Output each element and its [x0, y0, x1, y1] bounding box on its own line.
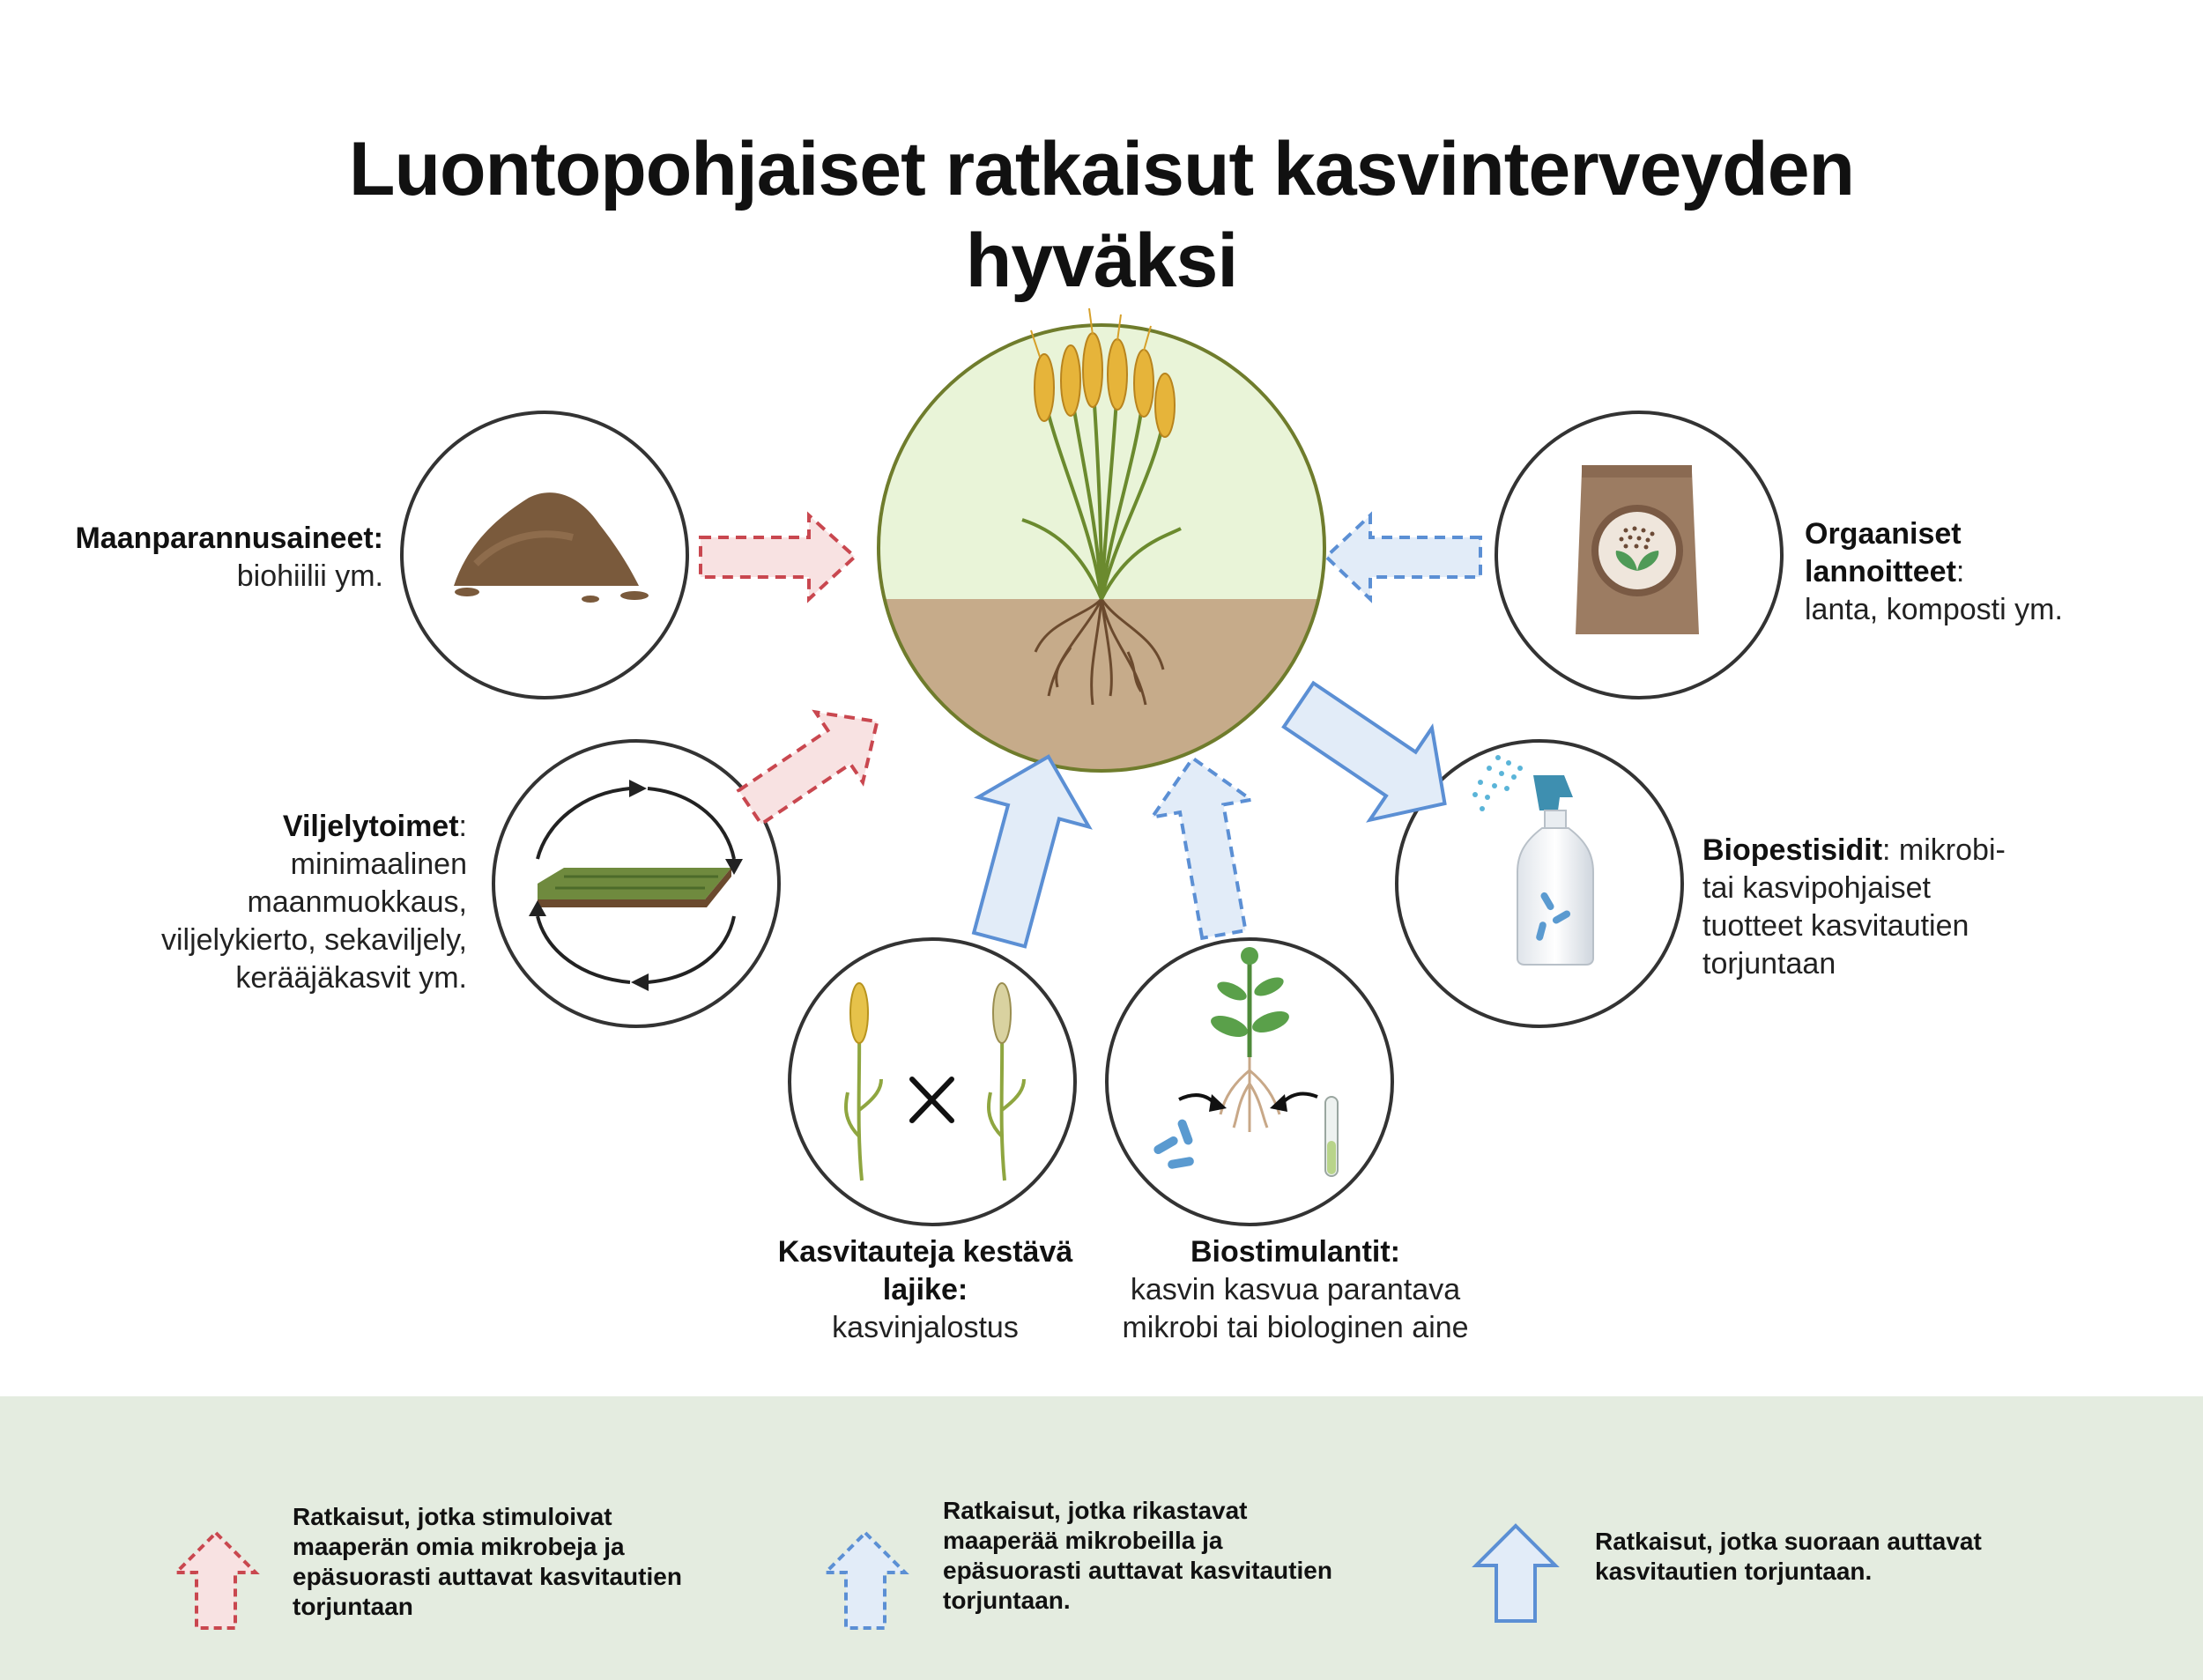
- label-organic-fertilizers-desc: lanta, komposti ym.: [1805, 593, 2063, 626]
- label-resistant-variety-desc: kasvinjalostus: [832, 1311, 1019, 1344]
- label-biopesticides-sep: :: [1882, 833, 1891, 867]
- label-organic-fertilizers: Orgaaniset lannoitteet: lanta, komposti …: [1805, 515, 2095, 629]
- arrow-organic-fertilizers: [1324, 511, 1482, 603]
- label-biopesticides: Biopestisidit: mikrobi-tai kasvipohjaise…: [1702, 832, 2029, 983]
- arrow-biopesticides: [1281, 680, 1447, 823]
- label-biopesticides-desc: mikrobi-tai kasvipohjaiset tuotteet kasv…: [1702, 833, 2006, 981]
- arrow-soil-amendments: [699, 511, 857, 603]
- fertilizer-bag-icon: [1576, 465, 1699, 634]
- biostimulants-circle: [1105, 937, 1394, 1226]
- arrow-cultivation: [736, 709, 879, 827]
- label-cultivation-sep: :: [458, 810, 467, 843]
- label-resistant-variety: Kasvitauteja kestävä lajike: kasvinjalos…: [762, 1233, 1088, 1347]
- label-soil-amendments-title: Maanparannusaineet:: [75, 522, 383, 555]
- label-soil-amendments-desc: biohiilii ym.: [236, 559, 383, 593]
- label-organic-fertilizers-sep: :: [1955, 555, 1965, 588]
- blue-dashed-arrow-icon: [821, 1530, 909, 1630]
- biopesticides-circle: [1395, 739, 1684, 1028]
- soil-area: [879, 599, 1324, 771]
- arrow-resistant-variety: [971, 754, 1093, 949]
- red-dashed-arrow-icon: [172, 1530, 260, 1630]
- center-circle: [877, 307, 1326, 773]
- organic-fertilizers-circle: [1495, 411, 1784, 699]
- page-title: Luontopohjaiset ratkaisut kasvinterveyde…: [348, 127, 1855, 303]
- legend-text-blue-dashed: Ratkaisut, jotka rikastavat maaperää mik…: [943, 1497, 1332, 1614]
- label-cultivation-title: Viljelytoimet: [282, 810, 459, 843]
- arrow-biostimulants: [1148, 755, 1256, 941]
- soil-pile-icon: [454, 492, 649, 603]
- label-cultivation: Viljelytoimet: minimaalinen maanmuokkaus…: [132, 808, 467, 997]
- legend-text-blue-solid: Ratkaisut, jotka suoraan auttavat kasvit…: [1595, 1528, 1982, 1585]
- diagram: [400, 307, 1784, 1226]
- label-cultivation-desc: minimaalinen maanmuokkaus, viljelykierto…: [160, 847, 467, 995]
- legend-panel: Ratkaisut, jotka stimuloivat maaperän om…: [0, 1396, 2203, 1680]
- biostimulant-plant-icon: [1153, 947, 1339, 1177]
- legend-text-red-dashed: Ratkaisut, jotka stimuloivat maaperän om…: [293, 1503, 682, 1620]
- plant-breeding-icon: [843, 982, 1026, 1181]
- resistant-variety-circle: [788, 937, 1077, 1226]
- label-biostimulants-title: Biostimulantit:: [1191, 1235, 1400, 1269]
- label-biopesticides-title: Biopestisidit: [1702, 833, 1883, 867]
- label-biostimulants-desc: kasvin kasvua parantava mikrobi tai biol…: [1122, 1273, 1469, 1344]
- cultivation-circle: [492, 739, 781, 1028]
- label-organic-fertilizers-title: Orgaaniset lannoitteet: [1805, 517, 1962, 588]
- label-biostimulants: Biostimulantit: kasvin kasvua parantava …: [1110, 1233, 1480, 1347]
- blue-solid-arrow-icon: [1472, 1523, 1560, 1623]
- spray-bottle-icon: [1472, 755, 1594, 966]
- label-resistant-variety-title: Kasvitauteja kestävä lajike:: [777, 1235, 1073, 1306]
- soil-amendments-circle: [400, 411, 689, 699]
- label-soil-amendments: Maanparannusaineet: biohiilii ym.: [53, 520, 383, 596]
- wheat-plant-with-roots-icon: [1021, 307, 1182, 706]
- crop-rotation-icon: [529, 780, 743, 991]
